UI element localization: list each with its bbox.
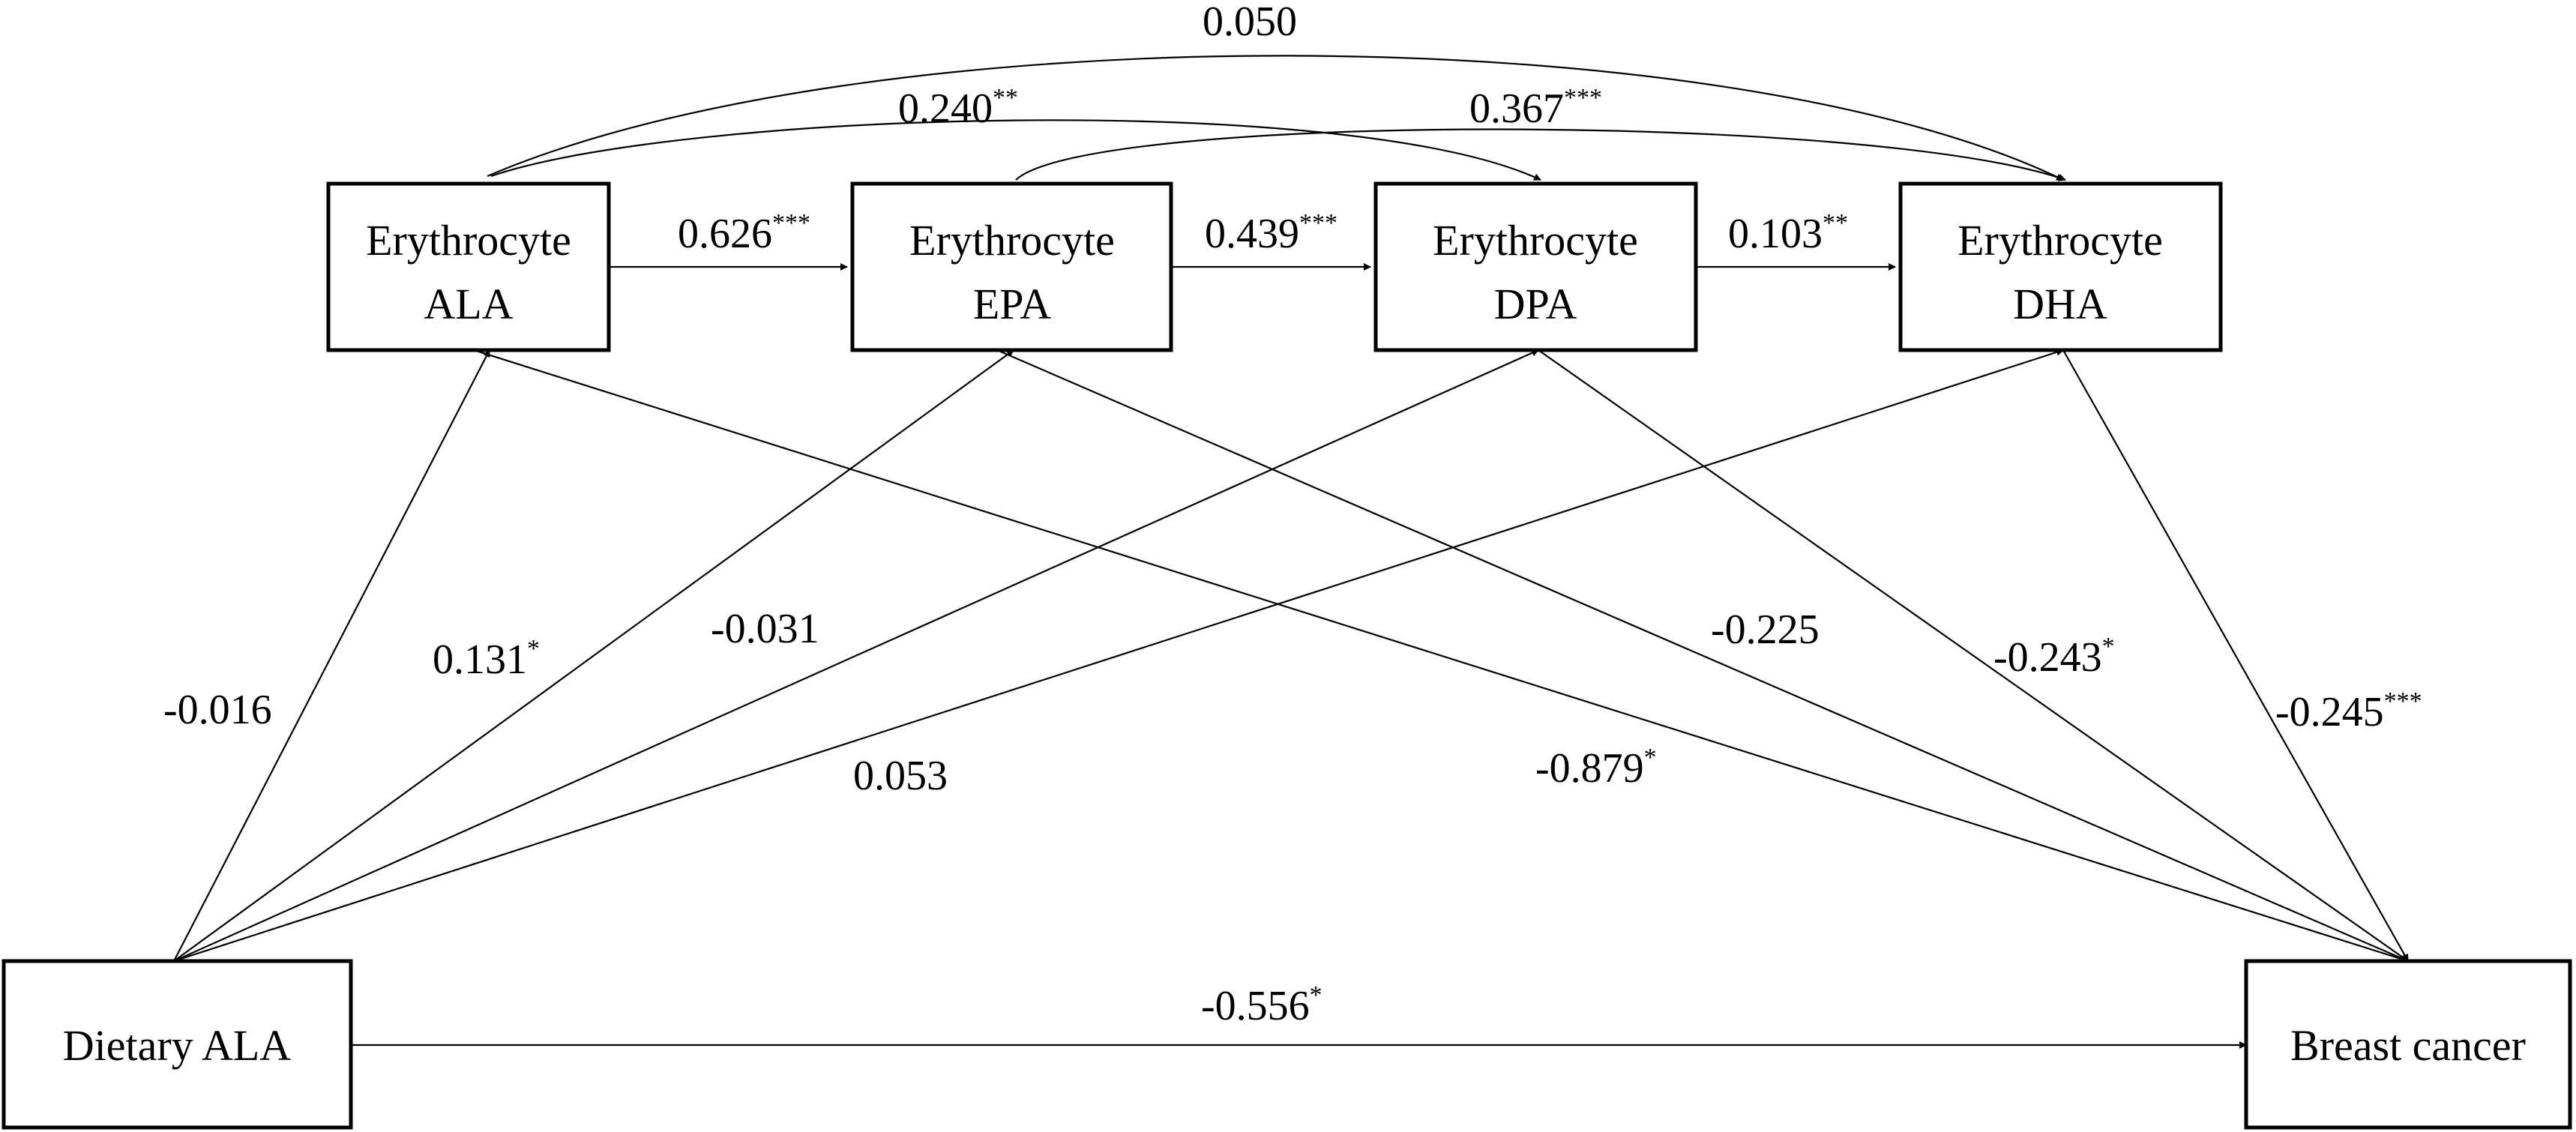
coef-value: 0.439 — [1205, 211, 1299, 257]
edge-diet-to-ery-epa — [173, 349, 1014, 962]
node-line1: Erythrocyte — [909, 216, 1115, 265]
coef-ery-ala-to-bc: -0.879* — [1535, 744, 1657, 792]
node-box — [326, 181, 611, 352]
coef-diet-to-ery-ala: -0.016 — [163, 687, 272, 733]
node-box — [2244, 959, 2572, 1130]
edge-diet-to-ery-ala — [173, 349, 490, 962]
edge-ala-to-dha — [487, 55, 2064, 181]
edge-ery-dpa-to-bc — [1538, 349, 2409, 962]
coef-value: -0.245 — [2275, 689, 2384, 735]
coef-value: 0.103 — [1728, 211, 1823, 257]
coef-value: 0.050 — [1203, 0, 1297, 45]
coef-value: -0.556 — [1201, 983, 1310, 1029]
node-erythrocyte-dpa: Erythrocyte DPA — [1373, 181, 1698, 352]
coef-ery-dpa-to-bc: -0.243* — [1993, 633, 2115, 681]
coef-epa-to-dha: 0.367*** — [1469, 84, 1602, 132]
node-erythrocyte-ala: Erythrocyte ALA — [326, 181, 611, 352]
coef-significance: * — [2102, 633, 2115, 660]
coef-value: -0.225 — [1711, 606, 1820, 653]
coef-value: 0.053 — [853, 753, 948, 799]
coef-ala-to-dpa: 0.240** — [898, 84, 1018, 132]
node-line1: Erythrocyte — [1957, 216, 2163, 265]
coef-ala-to-dha: 0.050 — [1203, 0, 1297, 45]
edge-diet-to-ery-dha — [173, 349, 2064, 963]
node-line1: Erythrocyte — [1433, 216, 1638, 265]
node-erythrocyte-dha: Erythrocyte DHA — [1898, 181, 2223, 352]
node-label: Dietary ALA — [63, 1021, 292, 1070]
node-line2: DHA — [2013, 280, 2107, 328]
coef-significance: *** — [772, 209, 810, 237]
edge-diet-to-ery-dpa — [173, 349, 1539, 963]
coef-value: -0.879 — [1535, 745, 1644, 792]
node-box — [850, 181, 1173, 352]
coef-ery-epa-to-bc: -0.225 — [1711, 606, 1820, 653]
node-dietary-ala: Dietary ALA — [1, 959, 353, 1130]
coef-dpa-to-dha: 0.103** — [1728, 209, 1848, 257]
coef-value: 0.367 — [1469, 85, 1564, 132]
node-breast-cancer: Breast cancer — [2244, 959, 2572, 1130]
coef-diet-to-ery-epa: 0.131* — [433, 635, 540, 683]
coef-value: -0.016 — [163, 687, 272, 733]
coef-value: -0.243 — [1993, 634, 2102, 681]
coef-significance: * — [1310, 981, 1322, 1009]
edge-ery-ala-to-bc — [473, 349, 2409, 963]
node-box — [1898, 181, 2223, 352]
node-line2: ALA — [424, 280, 513, 328]
coef-value: 0.626 — [678, 211, 772, 257]
node-line1: Erythrocyte — [366, 216, 571, 265]
coef-diet-to-ery-dpa: -0.031 — [711, 606, 819, 652]
coef-significance: ** — [993, 84, 1018, 112]
node-line2: DPA — [1494, 280, 1577, 328]
coef-value: 0.131 — [433, 636, 527, 683]
coef-ala-to-epa: 0.626*** — [678, 209, 810, 257]
coef-significance: *** — [1299, 209, 1337, 237]
coef-diet-to-bc: -0.556* — [1201, 981, 1322, 1029]
node-box — [1373, 181, 1698, 352]
edge-epa-to-dha — [1015, 128, 2066, 181]
coef-value: -0.031 — [711, 606, 819, 652]
coef-significance: *** — [1564, 84, 1602, 112]
coef-epa-to-dpa: 0.439*** — [1205, 209, 1337, 257]
coef-significance: * — [527, 635, 540, 663]
edge-ala-to-dpa — [490, 119, 1541, 181]
coef-diet-to-ery-dha: 0.053 — [853, 753, 948, 799]
coef-value: 0.240 — [898, 85, 993, 132]
node-box — [1, 959, 353, 1130]
coef-significance: ** — [1823, 209, 1848, 237]
node-erythrocyte-epa: Erythrocyte EPA — [850, 181, 1173, 352]
coef-significance: *** — [2384, 687, 2422, 715]
edge-ery-epa-to-bc — [996, 349, 2409, 963]
node-label: Breast cancer — [2290, 1021, 2526, 1070]
coef-significance: * — [1644, 744, 1657, 771]
edge-ery-dha-to-bc — [2062, 349, 2409, 962]
coef-ery-dha-to-bc: -0.245*** — [2275, 687, 2422, 735]
node-line2: EPA — [973, 280, 1051, 328]
